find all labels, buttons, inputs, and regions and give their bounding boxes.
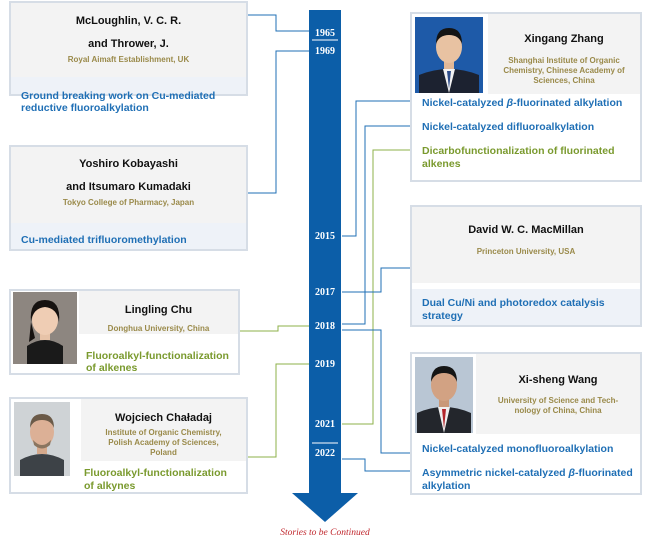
year-1965: 1965 xyxy=(315,28,335,39)
researcher-affiliation: Donghua University, China xyxy=(107,324,210,333)
card-mcloughlin: McLoughlin, V. C. R. and Thrower, J. Roy… xyxy=(9,1,248,114)
achievement-text: Nickel-catalyzed difluoroalkylation xyxy=(422,121,595,133)
researcher-affiliation: Institute of Organic Chemistry, xyxy=(105,428,222,437)
researcher-name: Lingling Chu xyxy=(124,304,193,316)
achievement-text: reductive fluoroalkylation xyxy=(21,102,149,114)
year-2015: 2015 xyxy=(315,231,335,242)
achievement-text: Dicarbofunctionalization of fluorinated xyxy=(422,145,615,157)
card-zhang: Xingang Zhang Shanghai Institute of Orga… xyxy=(410,12,642,182)
achievement-text: Ground breaking work on Cu-mediated xyxy=(21,90,216,102)
card-chu: Lingling Chu Donghua University, China F… xyxy=(9,289,240,375)
card-footer xyxy=(412,289,640,325)
card-chaladaj: Wojciech Chaładaj Institute of Organic C… xyxy=(9,397,248,494)
researcher-affiliation: Royal Aimaft Establishment, UK xyxy=(67,55,190,64)
timeline-arrow xyxy=(292,10,358,522)
card-macmillan: David W. C. MacMillan Princeton Universi… xyxy=(410,205,642,327)
connector-zhang-2021 xyxy=(342,149,410,425)
card-footer xyxy=(11,223,246,249)
connector-chu-2018 xyxy=(240,325,312,332)
researcher-name: and Thrower, J. xyxy=(88,38,169,50)
connector-zhang-2015 xyxy=(342,100,410,237)
achievement-text: of alkenes xyxy=(86,362,138,374)
researcher-affiliation: Poland xyxy=(150,448,177,457)
achievement-text: Fluoroalkyl-functionalization xyxy=(86,350,229,362)
card-header xyxy=(412,207,640,283)
year-2021: 2021 xyxy=(315,419,335,430)
researcher-photo xyxy=(13,292,77,364)
year-separators xyxy=(312,39,338,444)
card-header xyxy=(79,291,238,334)
card-header xyxy=(476,354,640,434)
achievement-text: Cu-mediated trifluoromethylation xyxy=(21,234,187,246)
researcher-photo xyxy=(14,402,70,476)
footer-caption: Stories to be Continued xyxy=(280,528,370,538)
card-footer xyxy=(11,77,246,94)
timeline-arrow-shaft xyxy=(309,10,341,493)
researcher-name: McLoughlin, V. C. R. xyxy=(75,15,182,27)
researcher-name: and Itsumaro Kumadaki xyxy=(66,181,191,193)
card-header xyxy=(81,399,246,461)
researcher-affiliation: Tokyo College of Pharmacy, Japan xyxy=(62,198,195,207)
connector-chaladaj-2019 xyxy=(248,363,312,458)
card-kobayashi: Yoshiro Kobayashi and Itsumaro Kumadaki … xyxy=(9,145,248,251)
card-wang: Xi-sheng Wang University of Science and … xyxy=(410,352,642,495)
achievement-text: Fluoroalkyl-functionalization xyxy=(84,467,227,479)
connector-zhang-2018a xyxy=(342,125,410,325)
achievement-text: alkylation xyxy=(422,480,471,492)
researcher-affiliation: nology of China, China xyxy=(514,406,602,415)
connector-macmillan-2017 xyxy=(342,267,410,293)
achievement-text: strategy xyxy=(422,310,463,322)
researcher-affiliation: Princeton University, USA xyxy=(476,247,576,256)
achievement-text: of alkynes xyxy=(84,480,136,492)
achievement-text: Dual Cu/Ni and photoredox catalysis xyxy=(422,297,605,309)
achievement-text: Nickel-catalyzed β-fluorinated alkylatio… xyxy=(422,97,623,109)
researcher-affiliation: Sciences, China xyxy=(533,76,595,85)
connector-lines xyxy=(240,14,410,472)
year-2017: 2017 xyxy=(315,287,335,298)
researcher-photo xyxy=(415,17,483,93)
connector-kobayashi-1969 xyxy=(248,50,312,194)
achievement-text: Asymmetric nickel-catalyzed β-fluorinate… xyxy=(422,467,633,479)
year-2018: 2018 xyxy=(315,321,335,332)
researcher-name: Xingang Zhang xyxy=(524,33,604,45)
card-header xyxy=(11,147,246,223)
connector-wang-2022 xyxy=(342,458,410,472)
researcher-affiliation: Chemistry, Chinese Academy of xyxy=(503,66,625,75)
connector-mclaughlin-1965 xyxy=(248,14,312,32)
year-2019: 2019 xyxy=(315,359,335,370)
timeline-arrowhead xyxy=(292,493,358,522)
researcher-name: Xi-sheng Wang xyxy=(518,374,598,386)
achievement-text: alkenes xyxy=(422,158,461,170)
year-1969: 1969 xyxy=(315,46,335,57)
researcher-name: Wojciech Chaładaj xyxy=(115,412,212,424)
researcher-name: Yoshiro Kobayashi xyxy=(79,158,178,170)
researcher-affiliation: Polish Academy of Sciences, xyxy=(108,438,219,447)
researcher-affiliation: University of Science and Tech- xyxy=(497,396,619,405)
connector-wang-2021 xyxy=(342,329,410,454)
card-header xyxy=(11,3,246,79)
year-2022: 2022 xyxy=(315,448,335,459)
achievement-text: Nickel-catalyzed monofluoroalkylation xyxy=(422,443,614,455)
researcher-name: David W. C. MacMillan xyxy=(468,224,584,236)
card-header xyxy=(488,14,640,94)
researcher-photo xyxy=(415,357,473,433)
researcher-affiliation: Shanghai Institute of Organic xyxy=(508,56,620,65)
